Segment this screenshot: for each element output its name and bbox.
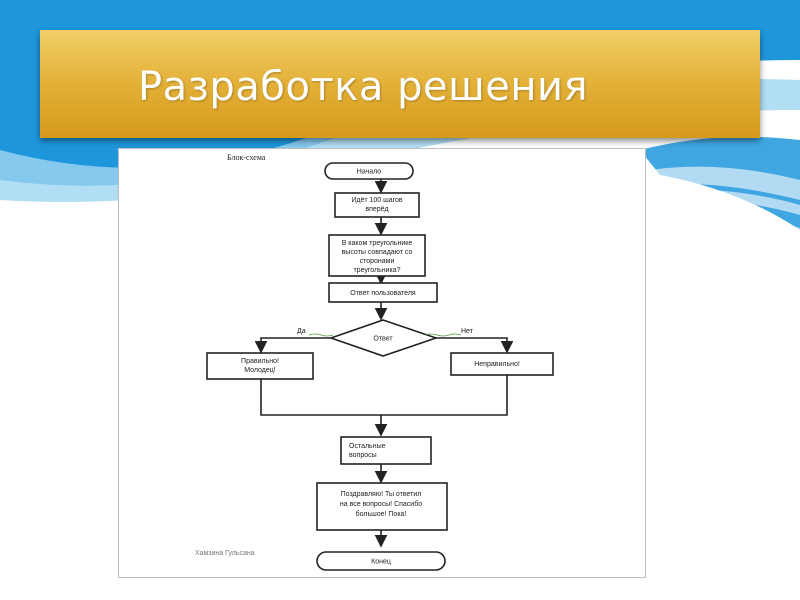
svg-text:вперёд: вперёд [365, 206, 388, 213]
svg-text:В каком треугольнике: В каком треугольнике [342, 240, 413, 247]
svg-text:большое! Пока!: большое! Пока! [356, 510, 407, 518]
correct-answer-box: Правильно! Молодец! [207, 353, 313, 379]
end-terminal: Конец [317, 552, 445, 570]
svg-text:Остальные: Остальные [349, 443, 386, 450]
flowchart-frame: Блок-схема Начало Идёт 100 шагов вперёд … [118, 148, 646, 578]
remaining-questions-box: Остальные вопросы [341, 437, 431, 464]
no-label: Нет [461, 328, 474, 335]
start-terminal: Начало [325, 163, 413, 179]
svg-text:высоты совпадают со: высоты совпадают со [342, 249, 413, 256]
yes-label: Да [297, 328, 306, 335]
svg-text:Идёт 100 шагов: Идёт 100 шагов [351, 197, 403, 204]
svg-text:сторонами: сторонами [360, 258, 395, 265]
svg-text:Ответ: Ответ [373, 336, 393, 343]
svg-text:вопросы: вопросы [349, 452, 377, 459]
final-message-box: Поздравляю! Ты ответил на все вопросы! С… [317, 483, 447, 530]
svg-text:Молодец!: Молодец! [244, 367, 276, 374]
question-box: В каком треугольнике высоты совпадают со… [329, 235, 425, 276]
svg-text:Конец: Конец [371, 559, 391, 566]
wrong-answer-box: Неправильно! [451, 353, 553, 375]
svg-text:треугольника?: треугольника? [353, 267, 400, 274]
author-label: Хамзина Гульсана [195, 550, 255, 557]
slide-title: Разработка решения [138, 64, 588, 110]
svg-text:Правильно!: Правильно! [241, 358, 279, 365]
svg-text:Поздравляю! Ты ответил: Поздравляю! Ты ответил [341, 491, 422, 498]
svg-text:Ответ пользователя: Ответ пользователя [350, 290, 416, 297]
svg-text:Начало: Начало [357, 169, 381, 176]
flowchart-heading: Блок-схема [227, 153, 266, 162]
answer-decision: Ответ [331, 320, 436, 356]
user-answer-box: Ответ пользователя [329, 283, 437, 302]
flowchart: Блок-схема Начало Идёт 100 шагов вперёд … [119, 149, 645, 577]
svg-text:на все вопросы! Спасибо: на все вопросы! Спасибо [340, 500, 422, 508]
step-forward-box: Идёт 100 шагов вперёд [335, 193, 419, 217]
svg-text:Неправильно!: Неправильно! [474, 361, 520, 368]
